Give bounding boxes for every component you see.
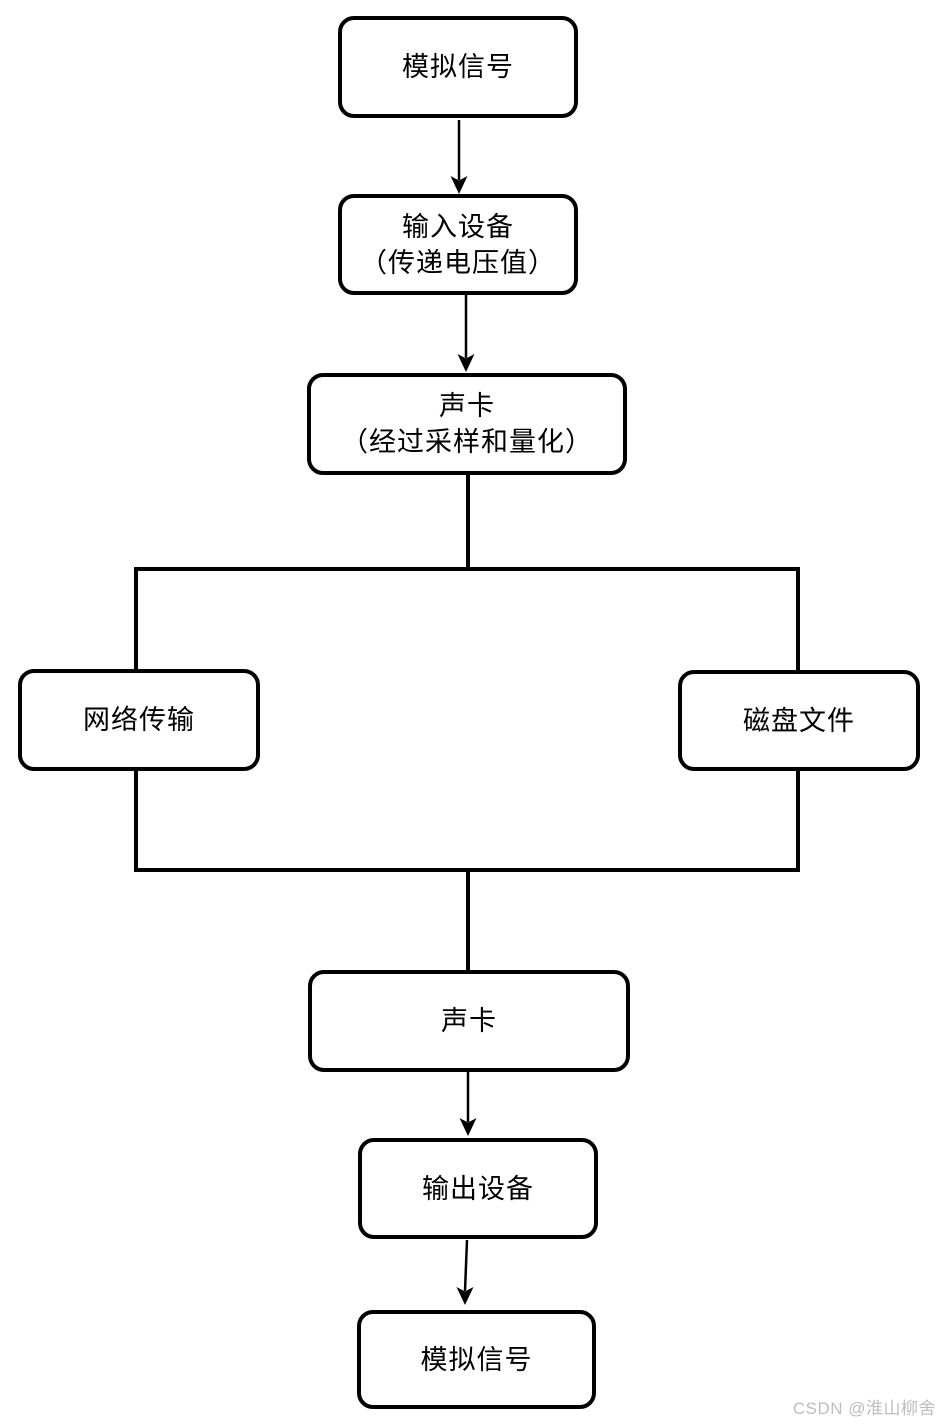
arrow-analog-to-input — [450, 120, 468, 194]
node-output-device: 输出设备 — [358, 1138, 598, 1239]
node-label: 磁盘文件 — [743, 705, 855, 736]
node-label-line2: （传递电压值） — [360, 247, 556, 278]
node-label: 声卡 — [441, 1006, 497, 1036]
node-label-line1: 输入设备 — [402, 211, 514, 242]
node-label-line2: （经过采样和量化） — [341, 427, 593, 457]
arrow-input-to-soundcard — [457, 295, 475, 372]
arrow-soundcard-to-output — [459, 1072, 477, 1136]
node-label-line1: 声卡 — [439, 391, 495, 421]
node-network-transfer: 网络传输 — [18, 669, 260, 771]
node-soundcard-sampling: 声卡 （经过采样和量化） — [307, 373, 627, 475]
node-label: 网络传输 — [83, 705, 195, 735]
node-analog-signal-bottom: 模拟信号 — [357, 1310, 596, 1409]
node-soundcard-output: 声卡 — [308, 970, 630, 1072]
node-disk-file: 磁盘文件 — [678, 670, 920, 771]
node-label: 输出设备 — [422, 1173, 534, 1204]
csdn-watermark: CSDN @淮山柳舍 — [792, 1399, 936, 1418]
node-label: 模拟信号 — [420, 1344, 533, 1375]
node-analog-signal-top: 模拟信号 — [338, 16, 578, 118]
node-input-device: 输入设备 （传递电压值） — [338, 194, 578, 295]
node-label: 模拟信号 — [402, 52, 514, 82]
arrow-output-to-analog — [456, 1239, 474, 1305]
